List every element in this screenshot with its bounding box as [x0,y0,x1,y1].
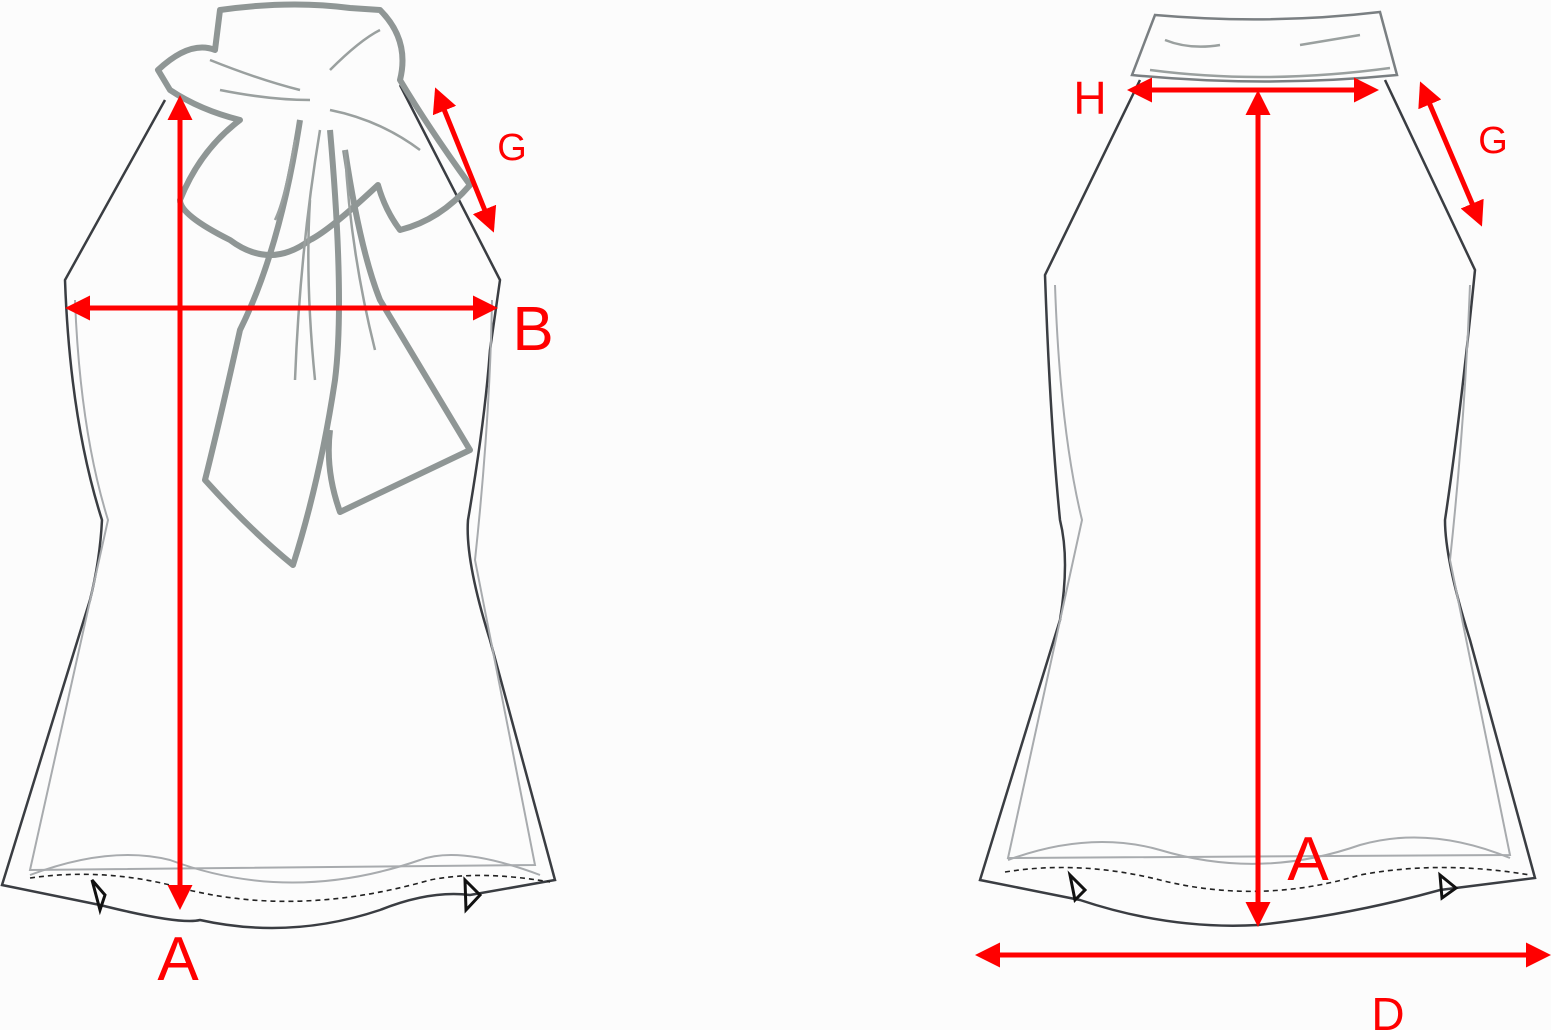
back-shoulder-arrow [1418,81,1484,227]
front-shoulder-label: G [497,127,527,169]
front-garment [0,1,557,930]
front-inner-line [28,299,537,872]
back-shoulder-label: G [1478,120,1508,162]
front-length-label: A [157,925,199,994]
hem-label: D [1371,988,1404,1030]
bow-icon [155,1,473,568]
bust-label: B [512,295,553,364]
back-length-label: A [1287,825,1329,894]
front-outline [0,84,557,930]
front-shoulder-arrow [432,87,497,233]
neck-label: H [1073,72,1106,124]
